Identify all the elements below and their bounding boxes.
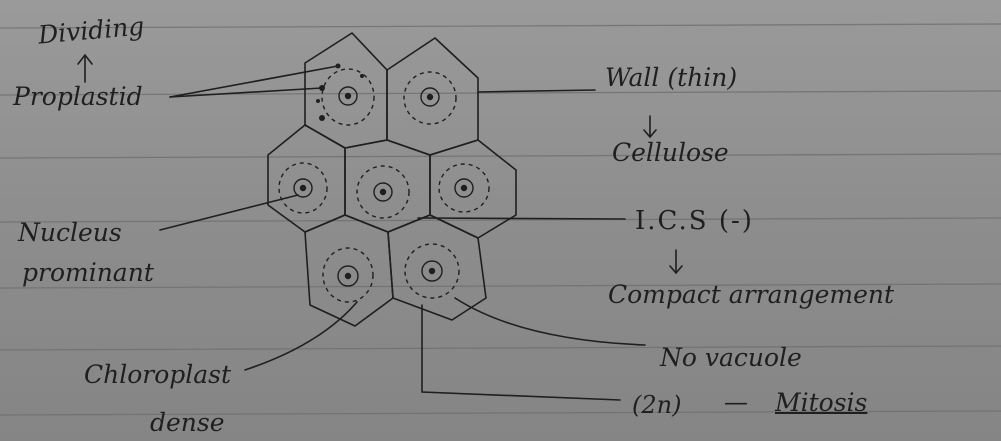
nucleus xyxy=(337,265,359,287)
nucleus xyxy=(338,86,358,106)
proplastid-dots xyxy=(316,63,364,121)
label-dense: dense xyxy=(150,408,225,437)
label-compact: Compact arrangement xyxy=(608,280,895,309)
chloroplast-ring xyxy=(321,68,375,126)
label-mitosis: Mitosis xyxy=(775,388,868,417)
cell-mid-left xyxy=(267,124,346,233)
label-prominent: prominant xyxy=(22,258,154,287)
label-dash: — xyxy=(724,388,748,416)
chloroplast-ring xyxy=(438,163,490,213)
ruled-lines xyxy=(0,23,1001,416)
cell-top-left xyxy=(304,32,388,149)
nucleus xyxy=(420,87,440,107)
label-ploidy: (2n) xyxy=(632,391,682,419)
nucleus xyxy=(293,178,313,198)
chloroplast-ring xyxy=(278,162,328,214)
label-cellulose: Cellulose xyxy=(612,138,729,167)
label-nucleus: Nucleus xyxy=(18,218,122,247)
nucleus xyxy=(373,182,393,202)
chloroplast-ring xyxy=(322,247,374,303)
cell-bottom-left xyxy=(304,214,394,327)
label-no-vacuole: No vacuole xyxy=(660,343,802,372)
nucleus xyxy=(454,178,474,198)
chloroplast-ring xyxy=(404,243,460,299)
label-proplastid: Proplastid xyxy=(13,82,143,111)
chloroplast-ring xyxy=(356,165,410,219)
label-ics: I.C.S (-) xyxy=(635,206,754,236)
label-wall: Wall (thin) xyxy=(605,63,738,92)
chloroplast-ring xyxy=(403,71,457,125)
label-chloroplast: Chloroplast xyxy=(84,360,232,389)
nucleus xyxy=(421,260,443,282)
cell-bottom-right xyxy=(387,214,487,321)
